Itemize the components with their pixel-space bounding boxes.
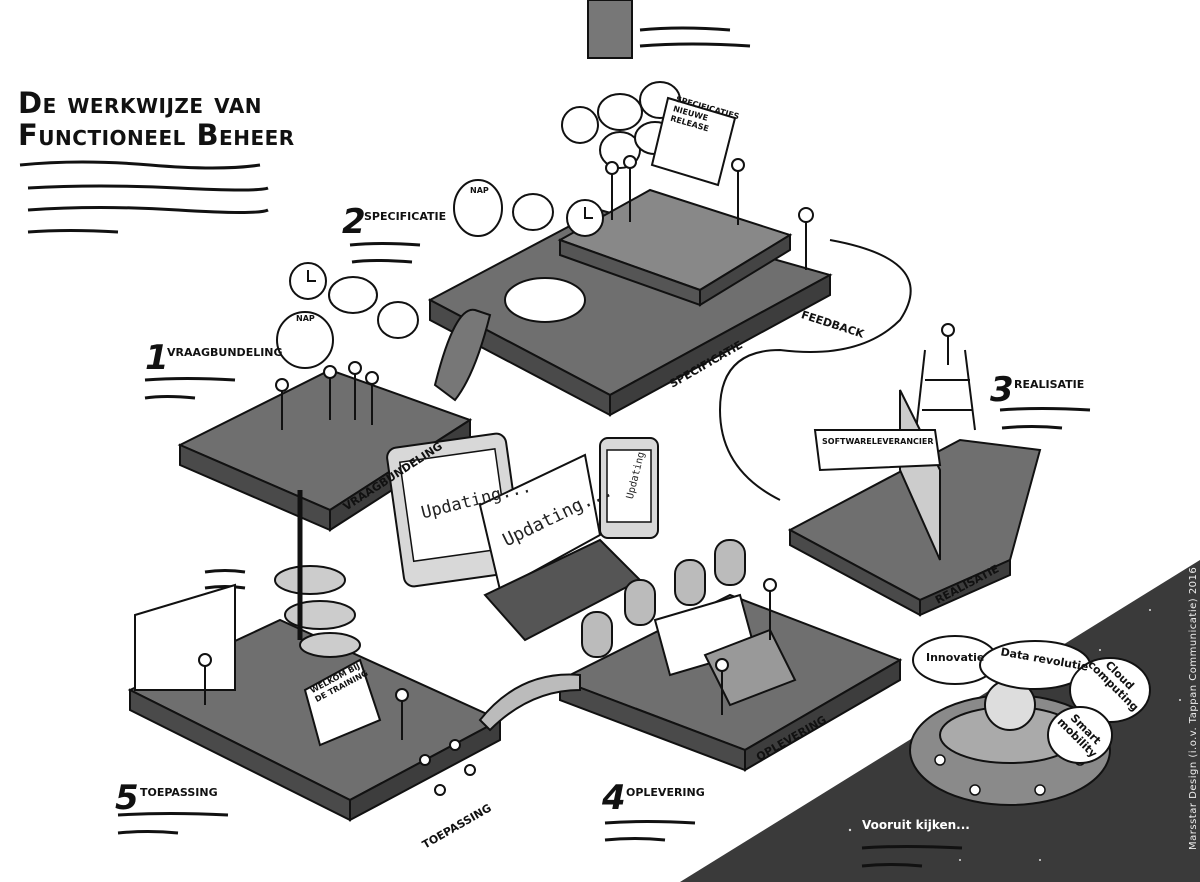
step-3-number: 3 bbox=[990, 370, 1014, 410]
meeting-table bbox=[504, 277, 586, 323]
credit-text: Marsstar Design (i.o.v. Tappan Communica… bbox=[1188, 566, 1199, 850]
window-icon bbox=[587, 0, 633, 59]
step-2-label: Specificatie bbox=[364, 210, 447, 223]
step-4-number: 4 bbox=[602, 778, 626, 818]
step-3-label: Realisatie bbox=[1014, 378, 1085, 391]
step-5-label: Toepassing bbox=[140, 786, 218, 799]
thought-clouds bbox=[912, 635, 1151, 764]
people bbox=[198, 155, 955, 796]
capsule-jars bbox=[581, 539, 746, 658]
printer-icon bbox=[328, 276, 378, 314]
spiral-staircase bbox=[274, 490, 361, 658]
step-2-number: 2 bbox=[342, 202, 366, 242]
stars bbox=[848, 609, 1181, 861]
softwareleverancier-panel bbox=[813, 429, 942, 472]
softwareleverancier-label: Softwareleverancier bbox=[822, 437, 934, 446]
welcome-board bbox=[303, 658, 382, 747]
spec-sign bbox=[650, 96, 737, 187]
step-1-label: Vraagbundeling bbox=[167, 346, 283, 359]
cloud-innovatie: Innovatie bbox=[926, 651, 985, 664]
nap-sign-1: NAP bbox=[296, 314, 315, 323]
bridge bbox=[478, 673, 581, 732]
platform-realisatie bbox=[787, 438, 1042, 617]
phone-device bbox=[599, 437, 659, 539]
nap-icon bbox=[276, 311, 334, 369]
floppy-disk-icon bbox=[377, 301, 419, 339]
step-1-number: 1 bbox=[145, 338, 169, 378]
accordion-bridge bbox=[433, 308, 492, 402]
page-title-line1: De werkwijze van bbox=[18, 86, 262, 120]
nap-icon-2 bbox=[453, 179, 503, 237]
step-4-label: Oplevering bbox=[626, 786, 705, 799]
platform-specificatie bbox=[427, 188, 833, 417]
nap-sign-2: NAP bbox=[470, 186, 489, 195]
tablet-device bbox=[386, 432, 524, 588]
text-squiggles bbox=[19, 160, 1091, 868]
page-title-line2: Functioneel Beheer bbox=[18, 118, 295, 152]
vooruit-kijken-label: Vooruit kijken... bbox=[862, 818, 970, 832]
floppy-disk-icon-2 bbox=[512, 193, 554, 231]
step-5-number: 5 bbox=[115, 778, 139, 818]
